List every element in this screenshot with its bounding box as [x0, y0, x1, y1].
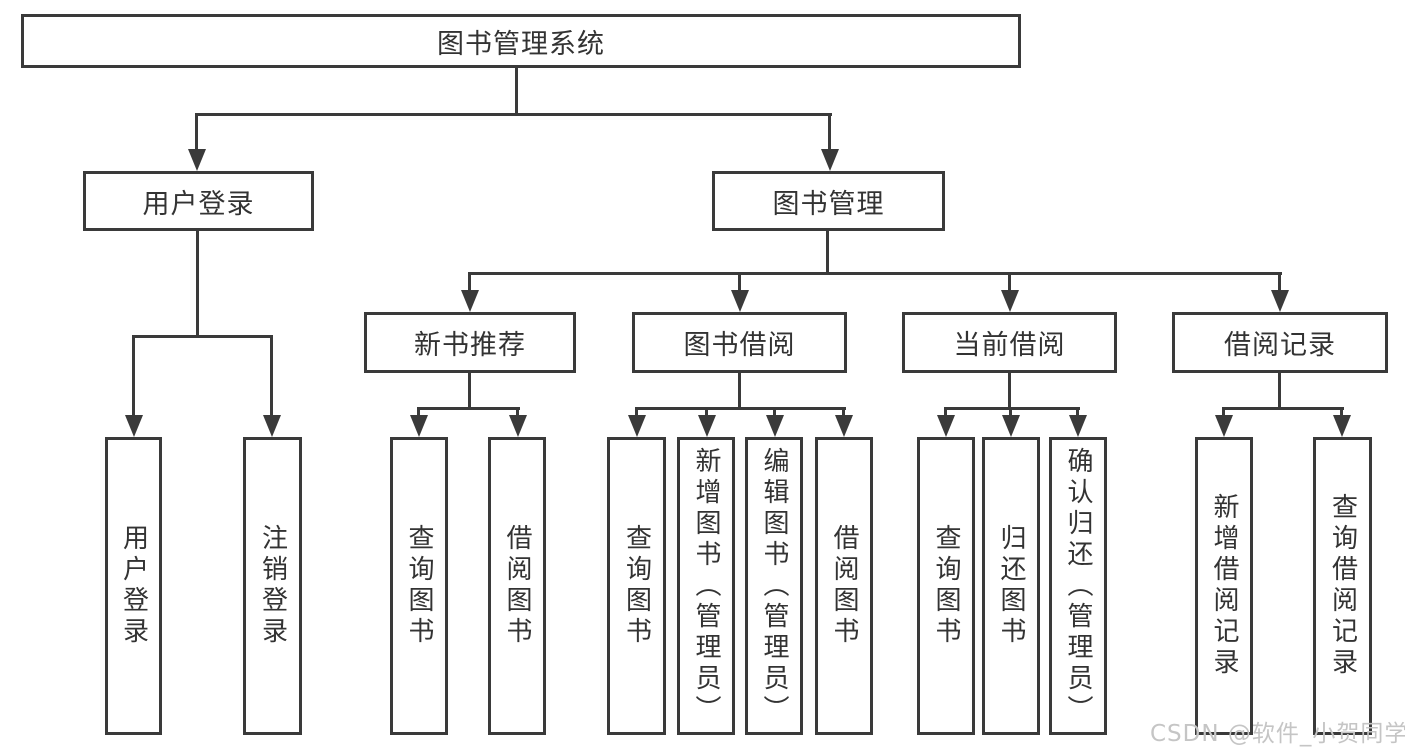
leaf-query-books-borrow: 查询图书 — [607, 437, 666, 735]
leaf-add-book-admin: 新增图书（管理员） — [677, 437, 735, 735]
node-borrow-records-label: 借阅记录 — [1224, 330, 1336, 361]
connector-line — [417, 407, 520, 410]
connector-line — [132, 335, 273, 338]
leaf-query-books-recommend-label: 查询图书 — [404, 524, 434, 648]
connector-line — [944, 407, 1080, 410]
connector-line — [635, 407, 846, 410]
connector-arrow — [1001, 407, 1020, 437]
connector-arrow — [820, 113, 839, 171]
leaf-return-book-label: 归还图书 — [996, 524, 1026, 648]
node-borrow-records: 借阅记录 — [1172, 312, 1388, 373]
connector-arrow — [460, 272, 479, 312]
node-root: 图书管理系统 — [21, 14, 1021, 68]
connector-line — [515, 68, 518, 113]
leaf-logout: 注销登录 — [243, 437, 302, 735]
watermark: CSDN @软件_小贺同学 — [1150, 721, 1405, 747]
leaf-query-books-recommend: 查询图书 — [390, 437, 448, 735]
leaf-return-book: 归还图书 — [982, 437, 1040, 735]
connector-arrow — [508, 407, 527, 437]
connector-arrow — [187, 113, 206, 171]
connector-arrow — [1000, 272, 1019, 312]
node-current-borrow: 当前借阅 — [902, 312, 1117, 373]
connector-line — [826, 231, 829, 272]
node-book-management: 图书管理 — [712, 171, 945, 231]
connector-arrow — [262, 335, 281, 437]
connector-line — [468, 272, 1282, 275]
connector-line — [195, 113, 832, 116]
connector-line — [196, 231, 199, 335]
leaf-add-book-admin-label: 新增图书（管理员） — [691, 446, 721, 726]
node-user-login-label: 用户登录 — [142, 188, 255, 220]
leaf-edit-book-admin-label: 编辑图书（管理员） — [759, 446, 789, 726]
leaf-add-borrow-record: 新增借阅记录 — [1195, 437, 1253, 735]
connector-arrow — [697, 407, 716, 437]
leaf-query-borrow-record-label: 查询借阅记录 — [1327, 493, 1358, 679]
node-user-login: 用户登录 — [83, 171, 314, 231]
connector-arrow — [1270, 272, 1289, 312]
leaf-user-login: 用户登录 — [105, 437, 162, 735]
leaf-confirm-return-admin-label: 确认归还（管理员） — [1063, 446, 1093, 726]
connector-line — [1008, 373, 1011, 407]
leaf-query-borrow-record: 查询借阅记录 — [1313, 437, 1372, 735]
connector-arrow — [834, 407, 853, 437]
leaf-edit-book-admin: 编辑图书（管理员） — [745, 437, 803, 735]
node-root-label: 图书管理系统 — [437, 28, 605, 60]
node-book-management-label: 图书管理 — [772, 188, 885, 220]
leaf-query-books-current: 查询图书 — [917, 437, 975, 735]
leaf-query-books-borrow-label: 查询图书 — [621, 524, 652, 648]
connector-arrow — [124, 335, 143, 437]
connector-arrow — [1068, 407, 1087, 437]
connector-line — [738, 373, 741, 407]
leaf-query-books-current-label: 查询图书 — [931, 524, 961, 648]
leaf-borrow-books-label: 借阅图书 — [829, 524, 859, 648]
leaf-borrow-books-recommend-label: 借阅图书 — [502, 524, 532, 648]
node-book-borrow: 图书借阅 — [632, 312, 847, 373]
node-current-borrow-label: 当前借阅 — [953, 330, 1066, 361]
connector-arrow — [1214, 407, 1233, 437]
node-new-book-recommend-label: 新书推荐 — [414, 330, 526, 361]
leaf-user-login-label: 用户登录 — [118, 524, 149, 648]
connector-arrow — [627, 407, 646, 437]
leaf-logout-label: 注销登录 — [257, 524, 288, 648]
leaf-borrow-books-recommend: 借阅图书 — [488, 437, 546, 735]
connector-line — [1278, 373, 1281, 407]
connector-arrow — [936, 407, 955, 437]
connector-arrow — [765, 407, 784, 437]
leaf-borrow-books: 借阅图书 — [815, 437, 873, 735]
connector-line — [1222, 407, 1344, 410]
leaf-add-borrow-record-label: 新增借阅记录 — [1209, 493, 1239, 679]
connector-arrow — [730, 272, 749, 312]
connector-line — [468, 373, 471, 407]
connector-arrow — [1332, 407, 1351, 437]
node-new-book-recommend: 新书推荐 — [364, 312, 576, 373]
node-book-borrow-label: 图书借阅 — [683, 330, 796, 361]
connector-arrow — [409, 407, 428, 437]
leaf-confirm-return-admin: 确认归还（管理员） — [1049, 437, 1107, 735]
